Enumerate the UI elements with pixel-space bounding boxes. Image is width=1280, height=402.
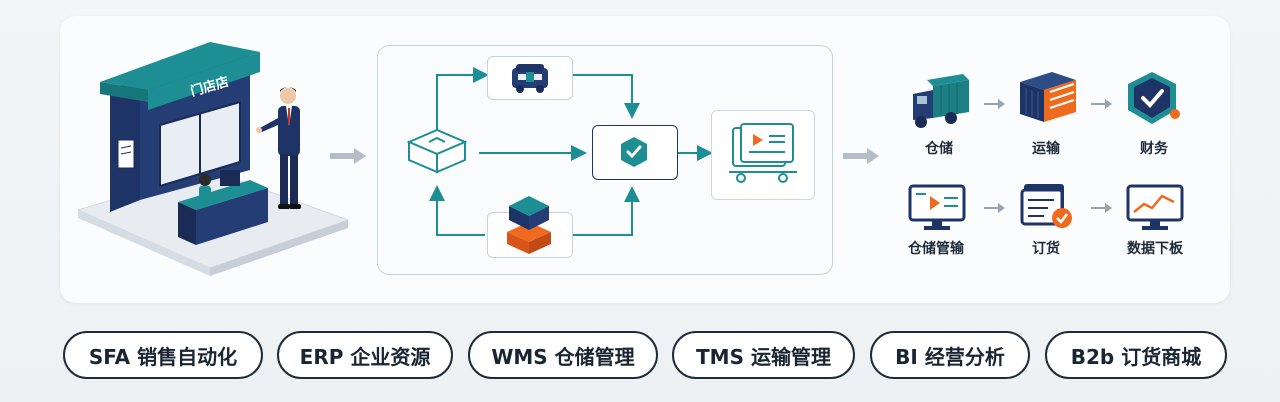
order-document-icon: [1020, 184, 1072, 228]
module-pill-sfa: SFA 销售自动化: [63, 331, 263, 379]
module-label: SFA 销售自动化: [88, 344, 238, 369]
system-item-finance: 财务: [1109, 138, 1199, 158]
finance-shield-icon: [1128, 72, 1180, 124]
module-label: B2b 订货商城: [1070, 344, 1202, 369]
delivery-screen-icon: [729, 123, 797, 183]
flow-arrow-icon: [330, 148, 366, 164]
system-item-warehouse: 仓储: [894, 138, 984, 158]
small-arrow-icon: [984, 203, 1005, 213]
module-pill-bi: BI 经营分析: [870, 331, 1030, 379]
small-arrow-icon: [984, 99, 1005, 109]
small-arrow-icon: [1091, 203, 1112, 213]
warehouse-truck-icon: [913, 74, 969, 128]
monitor-play-icon: [908, 184, 966, 230]
module-pill-b2b: B2b 订货商城: [1045, 331, 1227, 379]
dashboard-chart-icon: [1126, 184, 1184, 230]
van-icon: [512, 64, 548, 93]
container-icon: [1020, 72, 1076, 122]
module-label: WMS 仓储管理: [491, 344, 635, 369]
system-label: 订货: [1032, 241, 1060, 257]
module-label: BI 经营分析: [895, 344, 1005, 369]
system-label: 财务: [1140, 141, 1168, 157]
flow-arrow-icon: [843, 148, 879, 164]
system-label: 仓储管输: [908, 241, 964, 257]
system-label: 运输: [1032, 141, 1060, 157]
module-pill-erp: ERP 企业资源: [277, 331, 453, 379]
system-label: 数据下板: [1127, 241, 1183, 257]
system-label: 仓储: [925, 141, 953, 157]
system-item-data-board: 数据下板: [1110, 238, 1200, 258]
check-shield-icon: [621, 137, 647, 167]
inbox-tray-icon: [406, 128, 468, 174]
process-flow-diagram: [429, 67, 713, 236]
system-item-warehouse-mgmt: 仓储管输: [891, 238, 981, 258]
module-label: TMS 运输管理: [696, 344, 831, 369]
module-pill-tms: TMS 运输管理: [672, 331, 855, 379]
module-pill-wms: WMS 仓储管理: [468, 331, 658, 379]
system-item-order: 订货: [1001, 238, 1091, 258]
module-label: ERP 企业资源: [299, 344, 431, 369]
layers-icon: [507, 196, 551, 254]
small-arrow-icon: [1091, 99, 1112, 109]
store-illustration: 门店店: [76, 42, 350, 276]
system-item-transport: 运输: [1001, 138, 1091, 158]
